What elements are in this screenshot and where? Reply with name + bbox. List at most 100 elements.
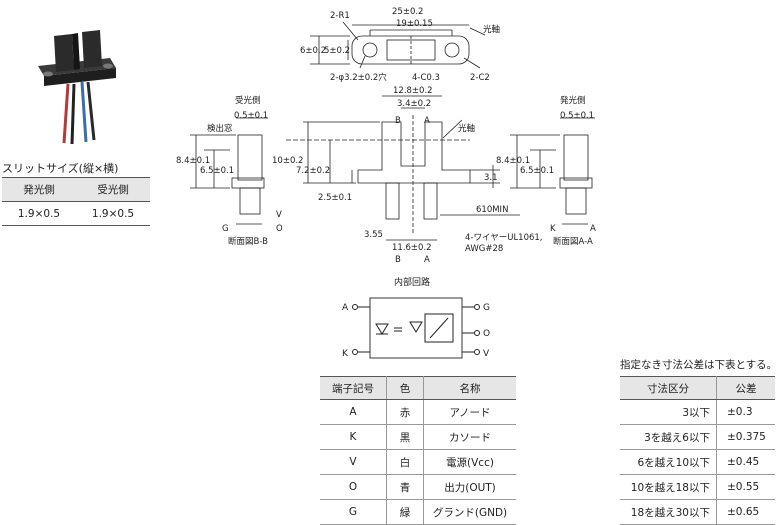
dim-10: 10±0.2 bbox=[272, 156, 303, 166]
label-hole: 2-φ3.2±0.2穴 bbox=[330, 72, 387, 83]
pin-name: アノード bbox=[423, 399, 516, 425]
front-view: 12.8±0.2 3.4±0.2 B A 光軸 10±0.2 7.2±0.2 2… bbox=[272, 86, 543, 265]
label-receiver: 受光側 bbox=[235, 95, 261, 106]
pin-a: A bbox=[590, 224, 596, 234]
top-view: 25±0.2 19±0.15 2-R1 6±0.2 5±0.2 2-φ3.2±0… bbox=[300, 7, 500, 83]
label-detect-window: 検出窓 bbox=[207, 123, 233, 134]
tolerance-value: ±0.65 bbox=[716, 499, 775, 525]
pin-color: 緑 bbox=[386, 499, 424, 525]
table-row: 10を越え18以下±0.55 bbox=[620, 474, 775, 500]
dim-6-5-left: 6.5±0.1 bbox=[200, 166, 234, 176]
circuit-pin-a: A bbox=[342, 303, 349, 313]
pin-g: G bbox=[222, 224, 229, 234]
tolerance-range: 3を越え6以下 bbox=[620, 424, 717, 450]
table-row: 6を越え10以下±0.45 bbox=[620, 449, 775, 475]
label-a: A bbox=[424, 116, 430, 126]
pin-name: 出力(OUT) bbox=[423, 474, 516, 500]
tolerance-range: 6を越え10以下 bbox=[620, 449, 717, 475]
pin-header: 色 bbox=[386, 376, 424, 400]
pin-header: 名称 bbox=[423, 376, 516, 400]
tolerance-value: ±0.3 bbox=[716, 399, 775, 425]
dim-3-55: 3.55 bbox=[364, 230, 383, 240]
slit-header: 発光側 bbox=[2, 177, 76, 202]
pin-o: O bbox=[276, 224, 283, 234]
pin-name: 電源(Vcc) bbox=[423, 449, 516, 475]
circuit-pin-g: G bbox=[483, 303, 490, 313]
pin-name: グランド(GND) bbox=[423, 499, 516, 525]
pin-name: カソード bbox=[423, 424, 516, 450]
dim-7-2: 7.2±0.2 bbox=[296, 166, 330, 176]
circuit-pin-labels: A K G O V bbox=[342, 303, 490, 359]
pin-symbol: K bbox=[320, 424, 387, 450]
slit-value: 1.9×0.5 bbox=[76, 201, 150, 226]
label-b: B bbox=[395, 116, 401, 126]
dim-6-5-right: 6.5±0.1 bbox=[520, 166, 554, 176]
label-chamfer: 4-C0.3 bbox=[412, 73, 440, 83]
table-row: 3以下±0.3 bbox=[620, 399, 775, 425]
pin-v: V bbox=[276, 210, 282, 220]
label-a-bottom: A bbox=[424, 255, 430, 265]
dim-11-6: 11.6±0.2 bbox=[392, 243, 432, 253]
left-side-view: 受光側 0.5±0.1 検出窓 8.4±0.1 6.5±0.1 V G O 断面… bbox=[176, 95, 283, 247]
tolerance-range: 18を越え30以下 bbox=[620, 499, 717, 525]
pin-symbol: G bbox=[320, 499, 387, 525]
dim-0-5-right: 0.5±0.1 bbox=[560, 111, 594, 121]
tolerance-value: ±0.375 bbox=[716, 424, 775, 450]
tolerance-header: 公差 bbox=[716, 376, 775, 400]
label-r1: 2-R1 bbox=[330, 11, 350, 21]
dim-6: 6±0.2 bbox=[300, 46, 326, 56]
right-side-view: 発光側 0.5±0.1 8.4±0.1 6.5±0.1 K A 断面図A-A bbox=[496, 95, 596, 247]
section-b-b: 断面図B-B bbox=[228, 236, 268, 247]
pin-header: 端子記号 bbox=[320, 376, 387, 400]
dim-8-4-right: 8.4±0.1 bbox=[496, 156, 530, 166]
pin-symbol: O bbox=[320, 474, 387, 500]
dim-2-5: 2.5±0.1 bbox=[318, 193, 352, 203]
wire-spec-1: 4-ワイヤーUL1061, bbox=[465, 233, 543, 243]
slit-size-table: 発光側 受光側 1.9×0.5 1.9×0.5 bbox=[2, 177, 150, 226]
dim-0-5-left: 0.5±0.1 bbox=[234, 111, 268, 121]
pin-color: 黒 bbox=[386, 424, 424, 450]
optical-axis-front: 光軸 bbox=[458, 123, 475, 134]
pin-color: 青 bbox=[386, 474, 424, 500]
tolerance-range: 10を越え18以下 bbox=[620, 474, 717, 500]
section-a-a: 断面図A-A bbox=[553, 236, 593, 247]
tolerance-table: 寸法区分 公差 3以下±0.3 3を越え6以下±0.375 6を越え10以下±0… bbox=[620, 376, 775, 525]
pin-k: K bbox=[550, 224, 556, 234]
pin-color: 白 bbox=[386, 449, 424, 475]
circuit-title: 内部回路 bbox=[394, 276, 430, 288]
circuit-pin-k: K bbox=[342, 349, 349, 359]
label-b-bottom: B bbox=[395, 255, 401, 265]
label-emitter: 発光側 bbox=[560, 95, 586, 106]
pin-symbol: V bbox=[320, 449, 387, 475]
dim-25: 25±0.2 bbox=[392, 7, 423, 17]
dim-610: 610MIN bbox=[476, 205, 508, 215]
dim-5: 5±0.2 bbox=[324, 46, 350, 56]
table-row: 1.9×0.5 1.9×0.5 bbox=[2, 201, 150, 226]
dim-19: 19±0.15 bbox=[396, 19, 433, 29]
dim-3-1: 3.1 bbox=[484, 173, 498, 183]
sensor-photo bbox=[38, 30, 116, 145]
dim-3-4: 3.4±0.2 bbox=[397, 99, 431, 109]
table-row: 3を越え6以下±0.375 bbox=[620, 424, 775, 450]
tolerance-header: 寸法区分 bbox=[620, 376, 717, 400]
pin-color: 赤 bbox=[386, 399, 424, 425]
slit-header: 受光側 bbox=[76, 177, 150, 202]
table-row: 寸法区分 公差 bbox=[620, 376, 775, 400]
optical-axis-top: 光軸 bbox=[483, 24, 500, 35]
table-row: 端子記号 色 名称 bbox=[320, 376, 516, 400]
tolerance-title: 指定なき寸法公差は下表とする。 bbox=[620, 359, 778, 371]
table-row: 発光側 受光側 bbox=[2, 177, 150, 202]
sensor-body bbox=[38, 30, 116, 86]
tolerance-value: ±0.45 bbox=[716, 449, 775, 475]
table-row: 18を越え30以下±0.65 bbox=[620, 499, 775, 525]
dim-8-4-left: 8.4±0.1 bbox=[176, 156, 210, 166]
tolerance-value: ±0.55 bbox=[716, 474, 775, 500]
wire-spec-2: AWG#28 bbox=[465, 244, 503, 254]
dim-12-8: 12.8±0.2 bbox=[393, 86, 433, 96]
